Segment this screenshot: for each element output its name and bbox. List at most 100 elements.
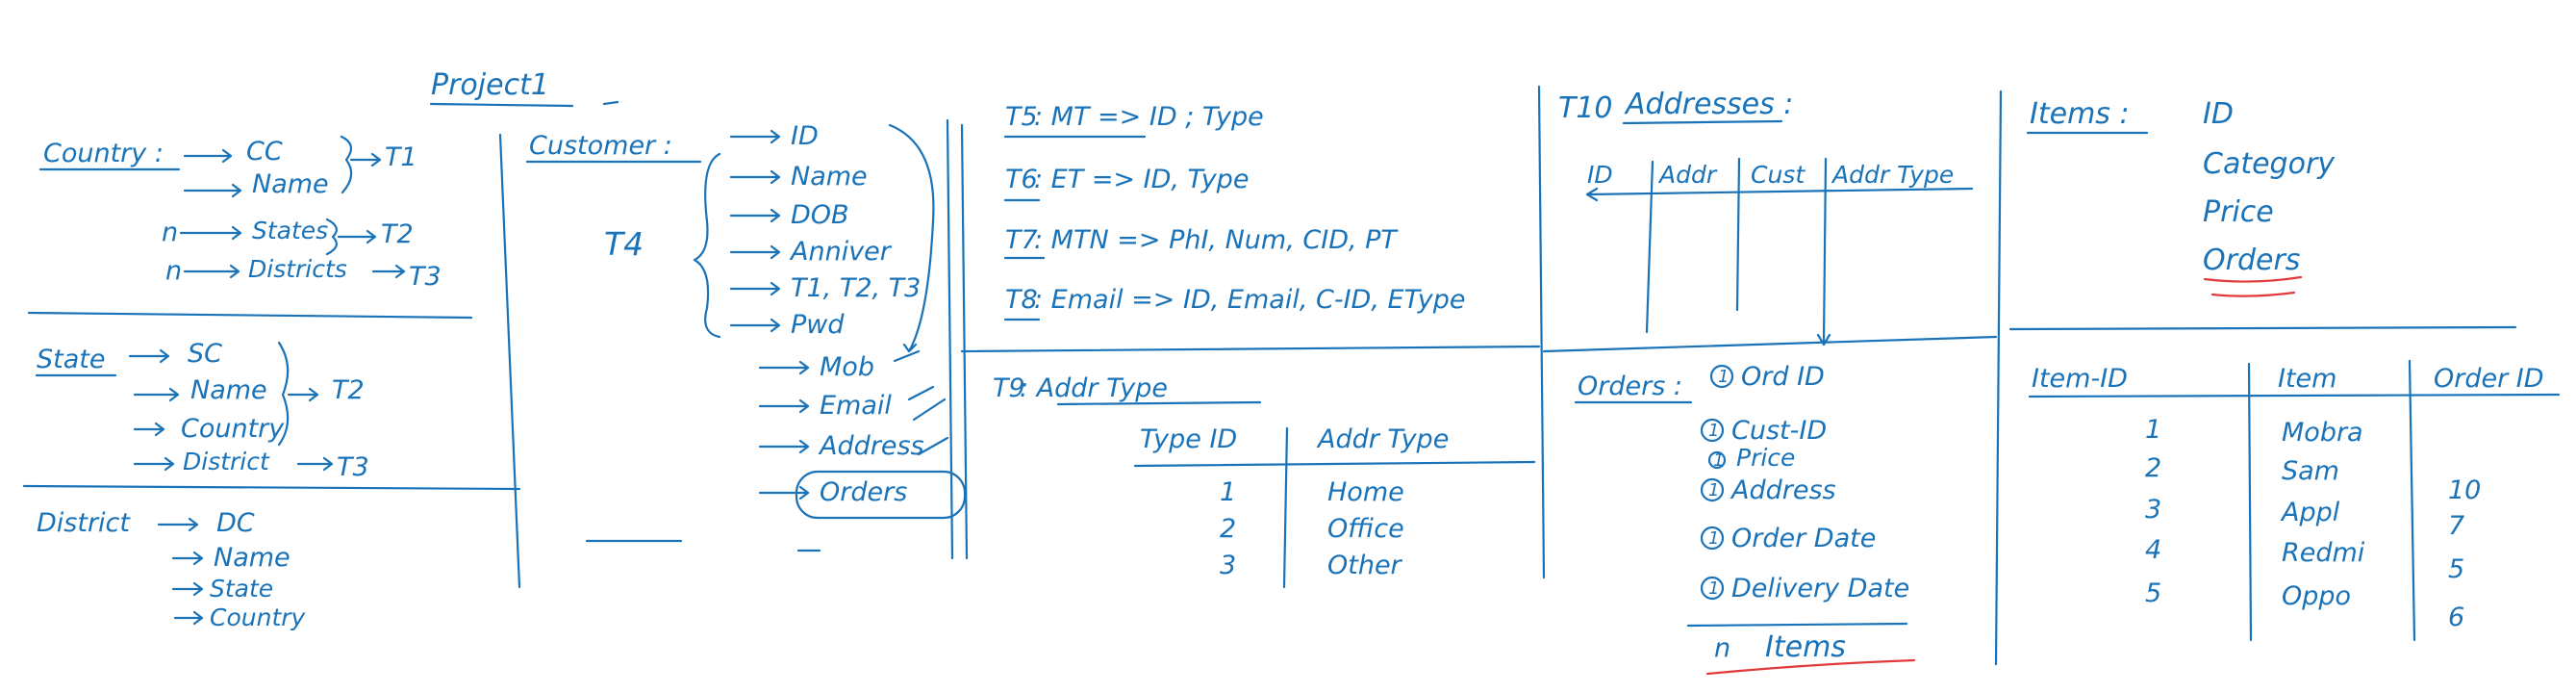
arrow-icon xyxy=(183,148,233,164)
t9-addr-type: Other xyxy=(1327,551,1403,580)
items-field: Orders xyxy=(2203,244,2300,277)
t9-addr-type: Home xyxy=(1327,477,1404,507)
customer-field: Pwd xyxy=(791,310,845,340)
items-table-col-divider-1 xyxy=(2247,362,2253,642)
items-table-id: 5 xyxy=(2145,578,2161,608)
order-marker-icon xyxy=(1707,450,1727,470)
t9-header-line xyxy=(1133,460,1536,468)
orders-circle-icon xyxy=(795,470,967,520)
divider-col-3 xyxy=(1537,85,1546,579)
t10-col-divider-3 xyxy=(1816,157,1831,346)
t9-col1: Type ID xyxy=(1140,424,1237,454)
project-title: Project1 xyxy=(431,68,549,102)
arrow-icon xyxy=(183,183,242,198)
arrow-icon xyxy=(729,244,781,260)
arrow-icon xyxy=(729,281,781,296)
divider-t10-orders xyxy=(1542,335,1998,353)
arrow-icon xyxy=(758,360,810,375)
arrow-icon xyxy=(729,318,781,333)
t9-type-id: 3 xyxy=(1220,551,1236,580)
state-t2: T2 xyxy=(332,375,365,405)
checkmark-icon xyxy=(893,349,949,456)
items-table-header-line xyxy=(2028,393,2561,398)
items-table-header: Item xyxy=(2278,364,2336,394)
t5-text: : MT => ID ; Type xyxy=(1034,102,1264,132)
t10-col-divider-1 xyxy=(1645,160,1654,334)
items-field: ID xyxy=(2203,97,2234,131)
t10-title-underline xyxy=(1622,119,1783,125)
district-state: State xyxy=(210,575,273,603)
brace-icon xyxy=(693,152,721,339)
t5-id: T5 xyxy=(1005,102,1038,132)
brace-icon xyxy=(277,341,290,447)
state-block: State SC Name T2 Country District T3 xyxy=(35,339,369,482)
orders-items-red-underline xyxy=(1705,658,1916,676)
order-field: Price xyxy=(1736,444,1795,472)
customer-field: Anniver xyxy=(789,237,893,267)
order-field: Address xyxy=(1730,475,1836,505)
t6-id: T6 xyxy=(1005,165,1038,194)
arrow-icon xyxy=(729,129,781,144)
order-field: Ord ID xyxy=(1741,362,1825,392)
customer-field: Address xyxy=(818,431,924,461)
t7-text: : MTN => PhI, Num, CID, PT xyxy=(1034,225,1399,255)
t10-header-cell: Addr xyxy=(1657,161,1718,189)
items-table-id: 3 xyxy=(2145,495,2161,525)
order-field: Delivery Date xyxy=(1731,574,1909,603)
t8-id: T8 xyxy=(1005,285,1038,315)
arrow-icon xyxy=(133,387,180,402)
arrow-icon xyxy=(173,610,204,626)
customer-field: DOB xyxy=(791,200,849,230)
arrow-icon xyxy=(349,152,382,167)
order-marker-icon xyxy=(1700,526,1725,551)
t10-header-cell: ID xyxy=(1587,161,1613,189)
arrow-icon xyxy=(128,348,170,364)
arrow-icon xyxy=(371,264,406,279)
district-country: Country xyxy=(210,603,307,631)
stray-stroke-3 xyxy=(602,100,619,106)
arrow-icon xyxy=(729,169,781,185)
t9-type-id: 2 xyxy=(1220,514,1236,544)
items-table-name: Redmi xyxy=(2282,538,2365,568)
items-field: Price xyxy=(2203,195,2274,229)
state-sc: SC xyxy=(188,339,222,369)
country-block: Country : CC Name T1 n States T2 n Distr… xyxy=(38,135,442,292)
arrow-icon xyxy=(171,581,204,597)
customer-field: Name xyxy=(791,162,868,192)
items-field: Category xyxy=(2203,147,2336,181)
state-country: Country xyxy=(181,414,285,444)
customer-field: Mob xyxy=(820,352,874,382)
state-district: District xyxy=(183,448,270,475)
country-t3: T3 xyxy=(409,262,442,292)
divider-col-1 xyxy=(498,133,521,589)
items-table-name: Appl xyxy=(2280,498,2340,527)
divider-col-2 xyxy=(960,123,969,560)
arrow-icon xyxy=(337,229,377,244)
arrow-icon xyxy=(758,485,810,500)
t10-title: Addresses : xyxy=(1624,88,1793,121)
items-table-order-id: 6 xyxy=(2448,603,2464,632)
t6-text: : ET => ID, Type xyxy=(1034,165,1249,194)
customer-field: T1, T2, T3 xyxy=(791,273,921,303)
order-marker: 1 xyxy=(1708,578,1719,599)
arrow-icon xyxy=(287,387,319,402)
items-table-name: Mobra xyxy=(2282,418,2363,448)
items-table-id: 4 xyxy=(2145,535,2161,565)
orders-label: Orders : xyxy=(1578,372,1682,401)
arrow-icon xyxy=(758,398,810,414)
t9-addr-type: Office xyxy=(1327,514,1404,544)
divider-lines xyxy=(22,85,2517,666)
t7-id: T7 xyxy=(1005,225,1038,255)
items-label: Items : xyxy=(2030,97,2130,131)
orders-n: n xyxy=(1714,633,1730,663)
items-table-id: 2 xyxy=(2145,453,2161,483)
state-name: Name xyxy=(190,375,267,405)
